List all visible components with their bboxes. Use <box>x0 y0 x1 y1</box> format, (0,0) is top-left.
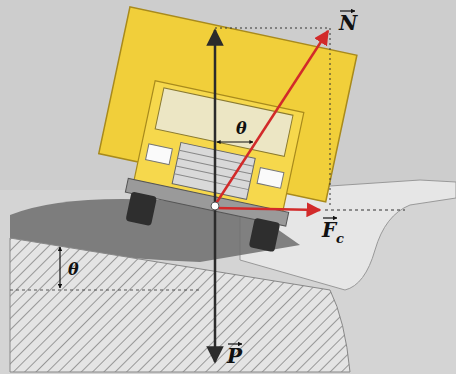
vector-overbar <box>228 343 242 344</box>
force-label: P <box>227 346 242 366</box>
normal-force-arrow <box>215 31 328 205</box>
angle-label: θ <box>68 262 79 278</box>
force-label: F <box>322 220 336 240</box>
truck <box>86 7 357 261</box>
wheel <box>249 218 281 253</box>
centripetal-force-arrow <box>215 208 320 210</box>
headlight <box>257 168 284 189</box>
vertical-component-arrow <box>214 30 217 205</box>
angle-marker <box>59 247 60 288</box>
vector-overbar <box>340 10 355 11</box>
angle-label: θ <box>236 121 247 137</box>
component-line <box>330 28 331 205</box>
subscript-label: c <box>336 232 344 245</box>
windshield <box>155 88 293 157</box>
angle-marker <box>217 142 253 143</box>
headlight <box>146 144 173 165</box>
force-label: N <box>339 13 357 33</box>
radius-line <box>325 210 405 211</box>
bumper <box>125 178 288 226</box>
wheel <box>125 191 157 226</box>
vector-overbar <box>323 217 337 218</box>
weight-arrow <box>214 205 217 362</box>
bank-cross-section <box>10 238 350 372</box>
component-line <box>215 28 330 29</box>
center-of-mass <box>211 202 219 210</box>
horizontal-reference <box>10 290 200 291</box>
